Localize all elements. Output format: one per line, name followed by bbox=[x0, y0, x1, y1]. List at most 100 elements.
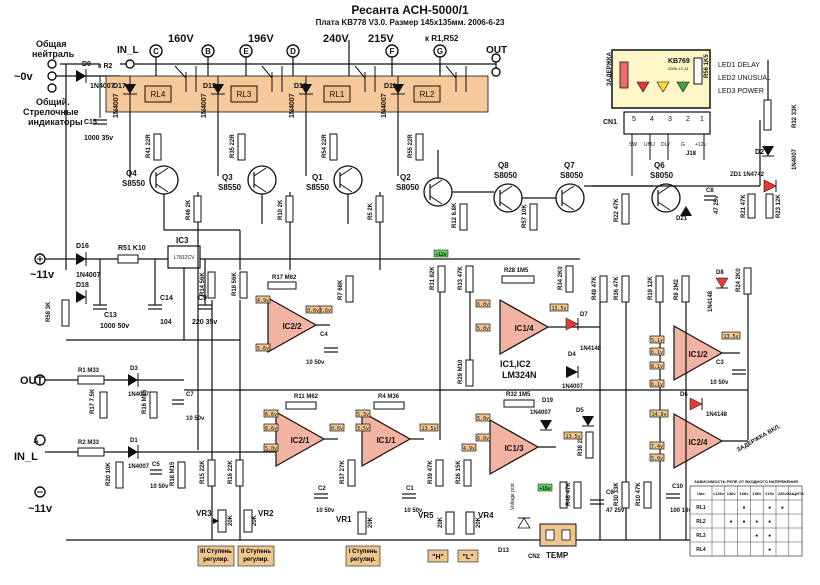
trimmer-vr3: VR3 20K bbox=[196, 509, 234, 533]
relay-rl2: RL2 bbox=[413, 85, 441, 103]
svg-text:+12v: +12v bbox=[435, 252, 446, 258]
opamp-ic1-1 bbox=[361, 410, 412, 468]
transistor-q3: Q3 S8550 bbox=[218, 165, 277, 195]
svg-text:R16 M15: R16 M15 bbox=[142, 389, 148, 414]
tag-step-i: I Ступень регулир. bbox=[348, 549, 378, 563]
tag-l: "L" bbox=[463, 554, 474, 561]
svg-text:C14: C14 bbox=[160, 295, 173, 302]
svg-text:R32 33K: R32 33K bbox=[792, 104, 798, 128]
svg-text:R5 2K: R5 2K bbox=[368, 202, 374, 220]
svg-text:220 35v: 220 35v bbox=[192, 319, 217, 326]
svg-text:8.1v: 8.1v bbox=[651, 364, 663, 370]
svg-text:~0v: ~0v bbox=[14, 71, 34, 83]
svg-text:RL1: RL1 bbox=[330, 90, 345, 99]
opamp-ic1-4 bbox=[499, 298, 550, 356]
delay-label: ЗАДЕРЖКА ВКЛ. bbox=[736, 424, 782, 454]
diagram-title: Ресанта АСН-5000/1 bbox=[351, 3, 469, 17]
table-header-cell: 168v bbox=[740, 491, 750, 496]
svg-text:D6: D6 bbox=[680, 392, 688, 398]
svg-text:4.9v: 4.9v bbox=[257, 298, 269, 304]
svg-text:S8550: S8550 bbox=[306, 183, 330, 192]
svg-text:C1: C1 bbox=[406, 486, 414, 492]
svg-text:47 25v: 47 25v bbox=[606, 508, 625, 514]
svg-text:215V: 215V bbox=[368, 33, 394, 45]
svg-text:S8050: S8050 bbox=[560, 171, 584, 180]
table-cell: ● bbox=[768, 547, 771, 553]
transistor-q4: Q4 S8550 bbox=[122, 165, 179, 195]
svg-text:7.4v: 7.4v bbox=[651, 444, 663, 450]
svg-text:1N4007: 1N4007 bbox=[381, 93, 388, 118]
svg-text:20K: 20K bbox=[476, 516, 482, 528]
svg-text:6.0v: 6.0v bbox=[477, 302, 489, 308]
svg-text:R26 15K: R26 15K bbox=[456, 460, 462, 484]
transistor-q7: Q7 S8050 bbox=[555, 161, 585, 213]
svg-text:1N4148: 1N4148 bbox=[708, 290, 714, 312]
svg-text:D13: D13 bbox=[498, 548, 510, 554]
svg-text:C6: C6 bbox=[606, 490, 614, 496]
svg-text:Q4: Q4 bbox=[126, 169, 137, 178]
svg-text:R2 M33: R2 M33 bbox=[78, 440, 100, 446]
svg-text:10 50v: 10 50v bbox=[186, 416, 205, 422]
svg-text:1N4007: 1N4007 bbox=[90, 83, 115, 90]
svg-text:D7: D7 bbox=[580, 312, 588, 318]
svg-text:D2: D2 bbox=[755, 149, 764, 156]
power-section: ~11v D16 1N4007 D18 R58 3K R51 K10 IC3 L… bbox=[30, 236, 580, 341]
svg-text:5.0v: 5.0v bbox=[477, 416, 489, 422]
svg-text:D5: D5 bbox=[576, 408, 584, 414]
svg-text:SW: SW bbox=[629, 142, 637, 148]
svg-text:1N4007: 1N4007 bbox=[792, 148, 798, 170]
svg-text:1N4007: 1N4007 bbox=[201, 93, 208, 118]
relay-rl4: RL4 bbox=[144, 85, 172, 103]
svg-text:100 16v: 100 16v bbox=[670, 508, 692, 514]
transistor-q6: Q6 S8050 bbox=[650, 161, 681, 213]
top-section: RL4 RL3 RL1 RL2 D17 1N4007 D12 bbox=[60, 33, 507, 118]
tap-240: 240V bbox=[323, 33, 349, 45]
svg-text:1N4007: 1N4007 bbox=[128, 392, 150, 398]
svg-text:C15: C15 bbox=[84, 119, 97, 126]
svg-text:R29 M10: R29 M10 bbox=[458, 359, 464, 384]
svg-text:R16 22K: R16 22K bbox=[228, 460, 234, 484]
in-l-top-label: IN_L bbox=[117, 45, 139, 56]
svg-text:240V: 240V bbox=[323, 33, 349, 45]
svg-text:R51 K10: R51 K10 bbox=[118, 245, 146, 252]
svg-text:1N4007: 1N4007 bbox=[530, 410, 552, 416]
svg-text:R17 M62: R17 M62 bbox=[272, 275, 297, 281]
svg-text:10 50v: 10 50v bbox=[316, 508, 335, 514]
svg-text:R36 47K: R36 47K bbox=[614, 276, 620, 300]
tag-step-ii: II Ступень регулир. bbox=[240, 549, 272, 563]
svg-text:20K: 20K bbox=[228, 514, 234, 526]
svg-text:10 50v: 10 50v bbox=[710, 380, 729, 386]
svg-text:1N4148: 1N4148 bbox=[706, 412, 728, 418]
trimmer-vr1: VR1 20K bbox=[336, 511, 374, 535]
opamp-ic2-1 bbox=[275, 410, 326, 468]
svg-text:VR2: VR2 bbox=[258, 509, 274, 518]
svg-text:R28 1M5: R28 1M5 bbox=[504, 268, 529, 274]
svg-text:LM324N: LM324N bbox=[502, 370, 537, 380]
svg-text:IC1,IC2: IC1,IC2 bbox=[500, 359, 531, 369]
svg-text:IC2/1: IC2/1 bbox=[290, 436, 310, 445]
trimmer-vr4: VR4 20K bbox=[465, 511, 494, 535]
svg-text:C: C bbox=[153, 47, 159, 56]
svg-text:OUT: OUT bbox=[20, 375, 44, 387]
diagram-subtitle: Плата KB778 V3.0. Размер 145х135мм. 2006… bbox=[316, 18, 505, 27]
svg-text:R31 82K: R31 82K bbox=[430, 266, 436, 290]
svg-text:RL2: RL2 bbox=[420, 90, 435, 99]
svg-text:C8: C8 bbox=[706, 188, 714, 194]
tag-step-iii: III Ступень регулир. bbox=[200, 549, 232, 563]
terminal-out-top: OUT bbox=[486, 45, 507, 77]
svg-text:C4: C4 bbox=[320, 332, 328, 338]
svg-text:5.1v: 5.1v bbox=[651, 338, 663, 344]
svg-text:D16: D16 bbox=[76, 243, 89, 250]
svg-text:S8050: S8050 bbox=[494, 171, 518, 180]
table-cell: ● bbox=[768, 533, 771, 539]
svg-text:C10: C10 bbox=[672, 484, 684, 490]
svg-text:10 50v: 10 50v bbox=[404, 508, 423, 514]
svg-text:4.9v: 4.9v bbox=[463, 446, 475, 452]
svg-text:R1 M33: R1 M33 bbox=[78, 368, 100, 374]
svg-text:5.0v: 5.0v bbox=[477, 326, 489, 332]
svg-text:13.5v: 13.5v bbox=[551, 306, 566, 312]
table-header-cell: 236v bbox=[778, 491, 788, 496]
svg-text:196V: 196V bbox=[248, 33, 274, 45]
svg-text:+15v: +15v bbox=[539, 486, 550, 492]
